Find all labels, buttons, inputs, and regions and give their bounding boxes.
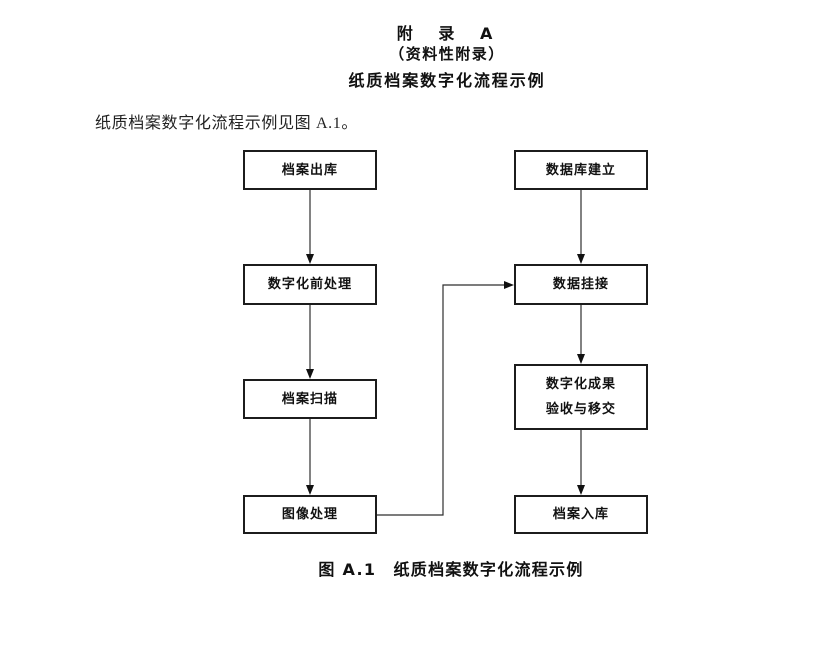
node-database-setup: 数据库建立 [514,150,648,190]
appendix-subtitle: （资料性附录） [389,45,505,63]
node-archive-storage: 档案入库 [514,495,648,534]
node-image-processing: 图像处理 [243,495,377,534]
node-results-acceptance-transfer: 数字化成果 验收与移交 [514,364,648,430]
arrowhead-scanning-to-imageprocessing [306,485,314,495]
node-archive-checkout: 档案出库 [243,150,377,190]
arrowhead-database-to-linking [577,254,585,264]
node-data-linking: 数据挂接 [514,264,648,305]
appendix-heading: 纸质档案数字化流程示例 [348,71,546,90]
intro-paragraph: 纸质档案数字化流程示例见图 A.1。 [95,115,359,132]
figure-caption: 图 A.1 纸质档案数字化流程示例 [318,560,584,579]
arrowhead-preprocessing-to-scanning [306,369,314,379]
edge-imageprocessing-to-linking [377,284,505,516]
arrowhead-imageprocessing-to-linking [504,281,514,289]
appendix-title: 附 录 A [396,24,498,43]
arrowhead-checkout-to-preprocessing [306,254,314,264]
node-archive-scanning: 档案扫描 [243,379,377,419]
arrowhead-acceptance-to-storage [577,485,585,495]
node-pre-digitization-processing: 数字化前处理 [243,264,377,305]
arrowhead-linking-to-acceptance [577,354,585,364]
